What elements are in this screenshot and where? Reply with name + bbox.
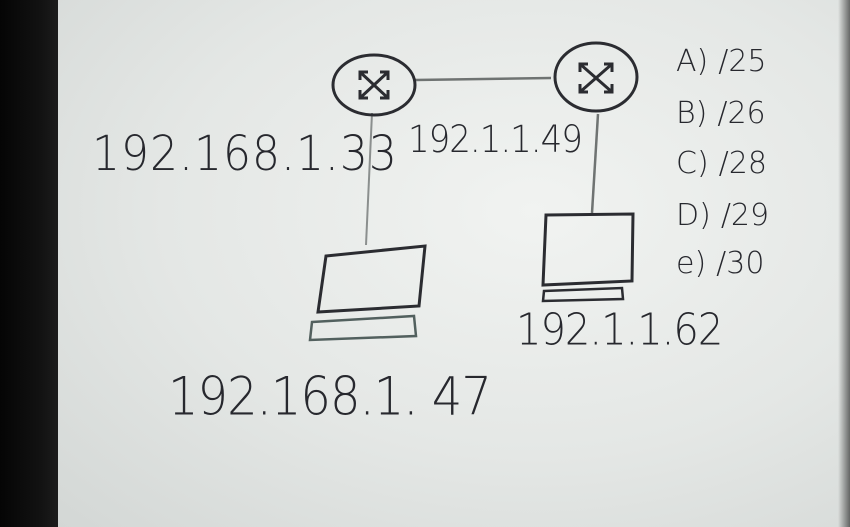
choice-prefix: /28 <box>718 146 767 181</box>
choice-letter: B) <box>676 96 708 131</box>
link-ip-label: 192.1.1.49 <box>408 118 583 162</box>
whiteboard <box>58 0 850 527</box>
choice-prefix: /30 <box>716 246 765 281</box>
answer-choice: B) /26 <box>676 96 766 131</box>
answer-choice: A) /25 <box>676 44 767 79</box>
choice-prefix: /29 <box>720 198 770 233</box>
choice-letter: D) <box>676 198 711 233</box>
choice-letter: C) <box>676 146 709 181</box>
choice-letter: A) <box>676 44 709 79</box>
router-a-ip-label: 192.168.1.33 <box>92 126 398 183</box>
whiteboard-right-shadow <box>838 0 850 527</box>
choice-prefix: /25 <box>718 44 767 79</box>
answer-choice: e) /30 <box>676 246 764 281</box>
host-b-ip-label: 192.1.1.62 <box>516 305 723 356</box>
answer-choice: C) /28 <box>676 146 767 181</box>
choice-letter: e) <box>676 246 707 281</box>
answer-choice: D) /29 <box>676 198 769 233</box>
host-a-ip-label: 192.168.1. 47 <box>168 366 492 428</box>
choice-prefix: /26 <box>717 96 766 131</box>
dark-left-border <box>0 0 58 527</box>
